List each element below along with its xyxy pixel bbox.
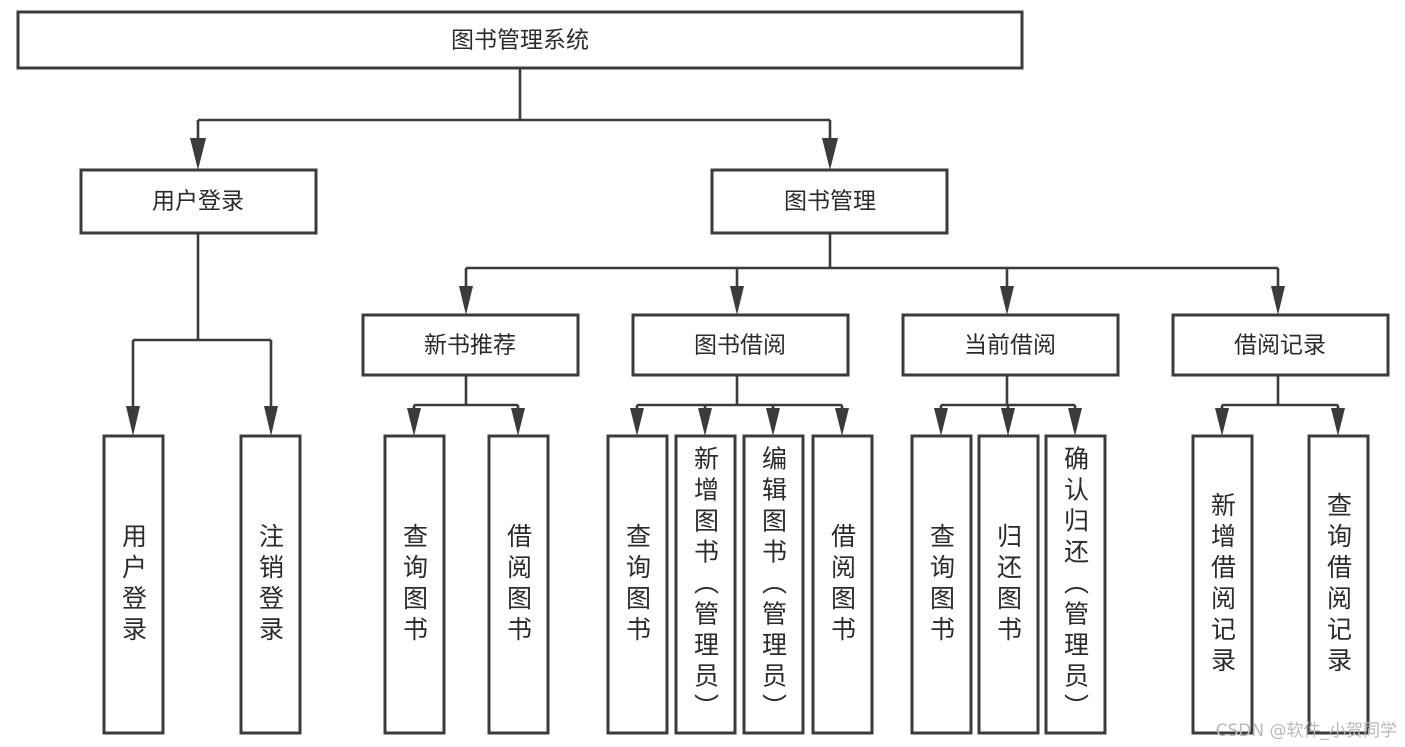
leaf-node-confirm-return-admin[interactable]: 确认归还（管理员） [1044, 434, 1107, 735]
leaf-query-book-3-label: 查询图书 [927, 523, 956, 647]
csdn-watermark: CSDN @软件_小贺同学 [1215, 721, 1397, 741]
leaf-add-borrow-record-label: 新增借阅记录 [1208, 492, 1237, 678]
leaf-node-query-book-borrowing[interactable]: 查询图书 [606, 434, 669, 735]
leaf-user-login-box [102, 434, 165, 735]
node-current-borrowing-label: 当前借阅 [964, 333, 1056, 359]
arrow-head-leaf-logout [264, 406, 278, 436]
node-new-book-recommendation[interactable]: 新书推荐 [361, 313, 580, 377]
arrow-head-to-borrow-record [1271, 286, 1285, 315]
arrow-head-leaf-add-borrow-record [1215, 408, 1229, 436]
leaf-node-borrow-book-recommendation[interactable]: 借阅图书 [487, 434, 550, 735]
arrow-head-leaf-add-book [698, 408, 712, 436]
arrow-head-to-new-book-rec [459, 286, 473, 315]
arrow-head-leaf-query-borrow-record [1331, 408, 1345, 436]
leaf-logout-label: 注销登录 [256, 523, 285, 647]
node-book-borrowing-box [631, 313, 850, 377]
leaf-node-query-book-current[interactable]: 查询图书 [910, 434, 973, 735]
node-borrowing-record-label: 借阅记录 [1234, 333, 1326, 359]
node-book-borrowing[interactable]: 图书借阅 [631, 313, 850, 377]
arrow-head-leaf-edit-book [766, 408, 780, 436]
connector-book-management-to-level3 [459, 233, 1285, 315]
leaf-node-query-borrow-record[interactable]: 查询借阅记录 [1307, 434, 1370, 735]
leaf-node-borrow-book-borrowing[interactable]: 借阅图书 [811, 434, 874, 735]
leaf-borrow-book-1-label: 借阅图书 [504, 523, 533, 647]
leaf-query-book-3-box [910, 434, 973, 735]
leaf-add-book-label: 新增图书（管理员） [691, 446, 720, 725]
node-root-label: 图书管理系统 [451, 28, 589, 54]
arrow-head-leaf-borrow-book-1 [511, 408, 525, 436]
connector-root-to-level2 [190, 68, 838, 170]
node-book-management-box [710, 168, 949, 235]
node-new-book-recommendation-box [361, 313, 580, 377]
node-user-login-box [79, 168, 318, 235]
leaf-user-login-label: 用户登录 [119, 523, 148, 647]
arrow-head-leaf-return-book [1001, 408, 1015, 436]
leaf-edit-book-label: 编辑图书（管理员） [759, 446, 788, 725]
leaf-node-query-book-recommendation[interactable]: 查询图书 [383, 434, 446, 735]
leaf-query-borrow-record-box [1307, 434, 1370, 735]
leaf-node-user-login[interactable]: 用户登录 [102, 434, 165, 735]
leaf-query-book-1-label: 查询图书 [400, 523, 429, 647]
node-book-management[interactable]: 图书管理 [710, 168, 949, 235]
leaf-node-add-borrow-record[interactable]: 新增借阅记录 [1191, 434, 1254, 735]
leaf-return-book-label: 归还图书 [994, 523, 1023, 647]
node-book-borrowing-label: 图书借阅 [694, 333, 786, 359]
leaf-query-borrow-record-label: 查询借阅记录 [1324, 492, 1353, 678]
node-current-borrowing-box [901, 313, 1120, 377]
arrow-head-to-current-borrow [1000, 286, 1014, 315]
leaf-borrow-book-1-box [487, 434, 550, 735]
arrow-head-leaf-query-book-1 [407, 408, 421, 436]
node-borrowing-record-box [1171, 313, 1390, 377]
arrow-head-to-user-login [190, 138, 206, 170]
arrow-head-leaf-borrow-book-2 [835, 408, 849, 436]
leaf-query-book-2-box [606, 434, 669, 735]
node-root-book-management-system[interactable]: 图书管理系统 [16, 10, 1024, 70]
connector-new-book-rec-to-leaves [407, 375, 525, 436]
connector-current-borrow-to-leaves [934, 375, 1082, 436]
connector-borrow-record-to-leaves [1215, 375, 1345, 436]
leaf-node-return-book[interactable]: 归还图书 [977, 434, 1040, 735]
arrow-head-leaf-confirm-return [1068, 408, 1082, 436]
leaf-confirm-return-box [1044, 434, 1107, 735]
leaf-edit-book-box [742, 434, 805, 735]
connector-user-login-to-leaves [126, 233, 278, 436]
arrow-head-to-book-borrow [730, 286, 744, 315]
leaf-confirm-return-label: 确认归还（管理员） [1061, 446, 1090, 725]
leaf-node-logout[interactable]: 注销登录 [239, 434, 302, 735]
leaf-logout-box [239, 434, 302, 735]
node-user-login[interactable]: 用户登录 [79, 168, 318, 235]
arrow-head-leaf-query-book-3 [934, 408, 948, 436]
node-current-borrowing[interactable]: 当前借阅 [901, 313, 1120, 377]
leaf-node-edit-book-admin[interactable]: 编辑图书（管理员） [742, 434, 805, 735]
arrow-head-to-book-management [822, 138, 838, 170]
leaf-query-book-1-box [383, 434, 446, 735]
arrow-head-leaf-query-book-2 [630, 408, 644, 436]
leaf-add-borrow-record-box [1191, 434, 1254, 735]
connector-book-borrow-to-leaves [630, 375, 849, 436]
leaf-add-book-box [674, 434, 737, 735]
node-user-login-label: 用户登录 [152, 189, 244, 215]
arrow-head-leaf-user-login [126, 406, 140, 436]
node-borrowing-record[interactable]: 借阅记录 [1171, 313, 1390, 377]
leaf-return-book-box [977, 434, 1040, 735]
leaf-query-book-2-label: 查询图书 [623, 523, 652, 647]
leaf-node-add-book-admin[interactable]: 新增图书（管理员） [674, 434, 737, 735]
node-book-management-label: 图书管理 [784, 189, 876, 215]
leaf-borrow-book-2-label: 借阅图书 [828, 523, 857, 647]
node-root-box [16, 10, 1024, 70]
leaf-borrow-book-2-box [811, 434, 874, 735]
node-new-book-recommendation-label: 新书推荐 [424, 333, 516, 359]
